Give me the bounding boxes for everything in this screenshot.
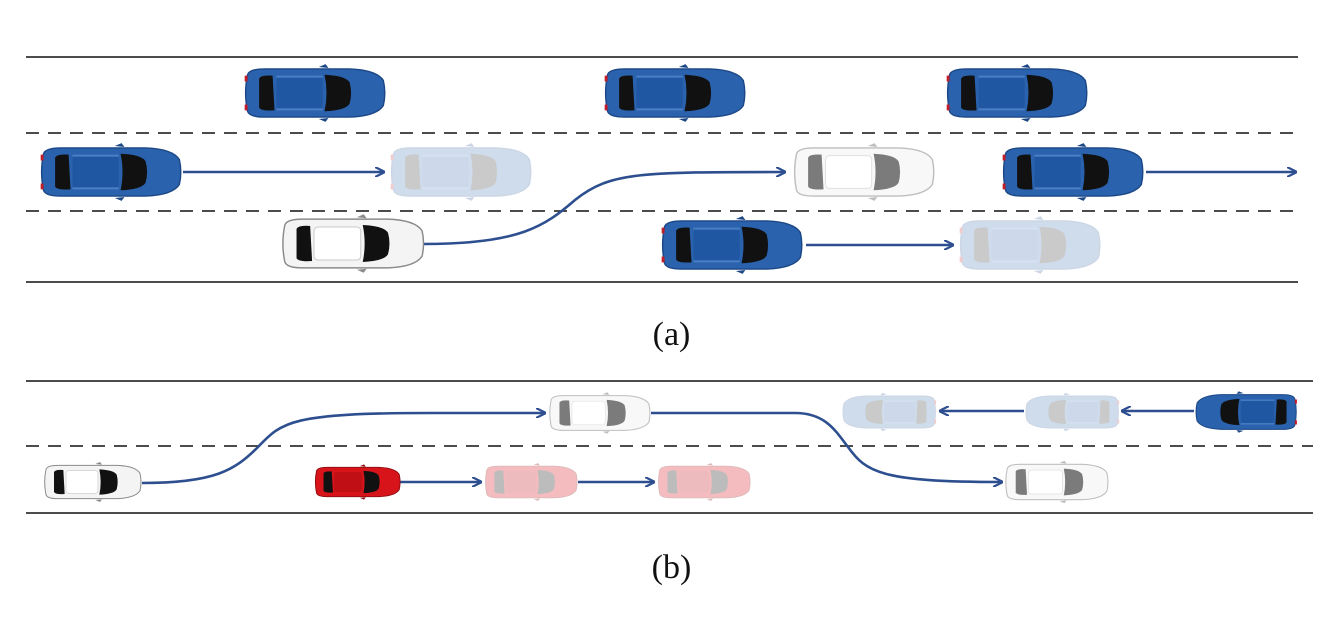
overtaking-trajectory-return: [651, 411, 1002, 482]
road-a: [26, 56, 1298, 283]
overtaking-trajectory-out: [141, 413, 545, 485]
vehicles-b: [44, 390, 1298, 504]
car-top-view-icon: [389, 142, 532, 202]
car-top-view-icon: [314, 463, 401, 501]
caption-a: (a): [652, 316, 691, 353]
car-top-view-icon: [793, 142, 935, 202]
car-top-view-icon: [243, 63, 386, 123]
car-top-view-icon: [44, 461, 142, 503]
lane-change-trajectory: [423, 172, 785, 246]
car-top-view-icon: [945, 63, 1088, 123]
panel-b: [26, 380, 1313, 514]
car-top-view-icon: [603, 63, 746, 123]
car-top-view-icon: [1195, 390, 1298, 434]
panel-a: [26, 56, 1298, 283]
car-top-view-icon: [484, 462, 578, 502]
car-top-view-icon: [657, 462, 751, 502]
car-top-view-icon: [660, 215, 803, 275]
car-top-view-icon: [1025, 391, 1120, 433]
car-top-view-icon: [958, 215, 1101, 275]
vehicles-a: [39, 63, 1144, 275]
trajectories-a: [183, 172, 1296, 245]
caption-b: (b): [651, 549, 692, 586]
car-top-view-icon: [1005, 460, 1109, 504]
car-top-view-icon: [1001, 142, 1144, 202]
road-b: [26, 380, 1313, 514]
car-top-view-icon: [842, 391, 937, 433]
car-top-view-icon: [282, 213, 425, 274]
trajectories-b: [141, 411, 1194, 485]
car-top-view-icon: [549, 391, 651, 435]
car-top-view-icon: [39, 142, 182, 202]
